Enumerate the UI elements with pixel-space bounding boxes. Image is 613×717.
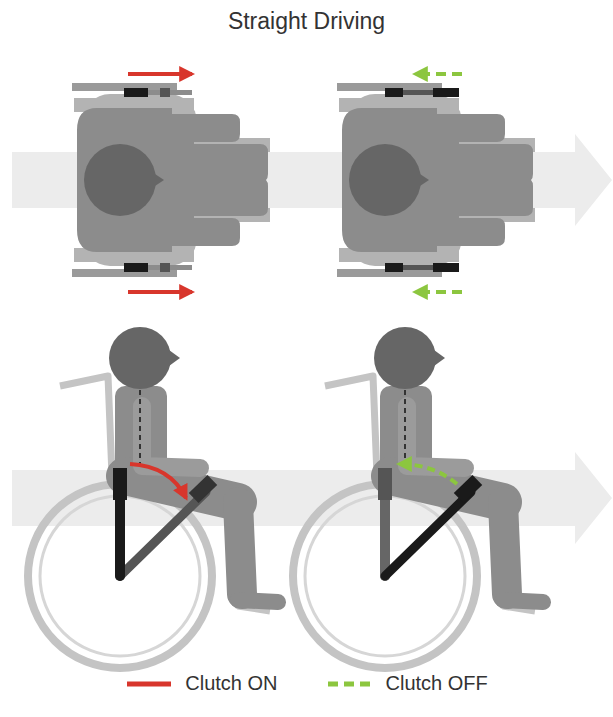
title-area: Straight Driving — [0, 8, 613, 35]
diagram-title: Straight Driving — [0, 8, 613, 35]
legend-label: Clutch OFF — [386, 672, 488, 695]
legend-line-sample — [326, 679, 374, 689]
legend-item: Clutch OFF — [326, 672, 488, 695]
legend-label: Clutch ON — [185, 672, 277, 695]
legend: Clutch ON Clutch OFF — [0, 672, 613, 695]
legend-line — [127, 681, 171, 686]
legend-item: Clutch ON — [125, 672, 277, 695]
legend-line-sample — [125, 679, 173, 689]
legend-line — [328, 681, 372, 686]
